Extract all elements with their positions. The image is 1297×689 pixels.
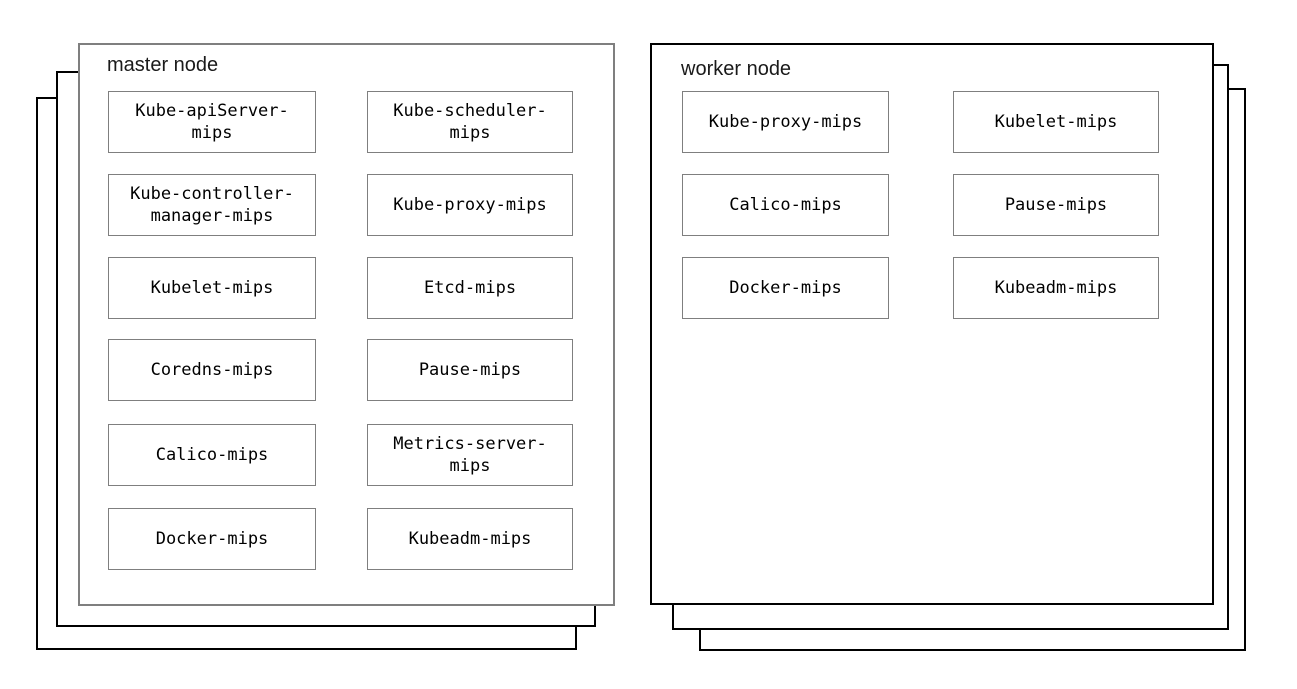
worker-component-calico-mips: Calico-mips [682, 174, 889, 236]
worker-component-docker-mips: Docker-mips [682, 257, 889, 319]
worker-component-kubeadm-mips: Kubeadm-mips [953, 257, 1159, 319]
worker-component-kubelet-mips: Kubelet-mips [953, 91, 1159, 153]
master-component-kubelet-mips: Kubelet-mips [108, 257, 316, 319]
worker-node-title: worker node [681, 58, 792, 80]
master-component-kube-apiserver-mips: Kube-apiServer- mips [108, 91, 316, 153]
master-component-kube-proxy-mips: Kube-proxy-mips [367, 174, 573, 236]
worker-node-box: worker node Kube-proxy-mips Kubelet-mips… [650, 43, 1214, 605]
master-component-pause-mips: Pause-mips [367, 339, 573, 401]
master-component-kube-controller-manager-mips: Kube-controller- manager-mips [108, 174, 316, 236]
worker-component-pause-mips: Pause-mips [953, 174, 1159, 236]
master-component-kubeadm-mips: Kubeadm-mips [367, 508, 573, 570]
master-node-box: master node Kube-apiServer- mips Kube-sc… [78, 43, 615, 606]
master-component-calico-mips: Calico-mips [108, 424, 316, 486]
worker-component-kube-proxy-mips: Kube-proxy-mips [682, 91, 889, 153]
master-component-kube-scheduler-mips: Kube-scheduler- mips [367, 91, 573, 153]
master-component-etcd-mips: Etcd-mips [367, 257, 573, 319]
master-node-title: master node [107, 54, 219, 76]
master-component-metrics-server-mips: Metrics-server- mips [367, 424, 573, 486]
master-component-coredns-mips: Coredns-mips [108, 339, 316, 401]
master-component-docker-mips: Docker-mips [108, 508, 316, 570]
